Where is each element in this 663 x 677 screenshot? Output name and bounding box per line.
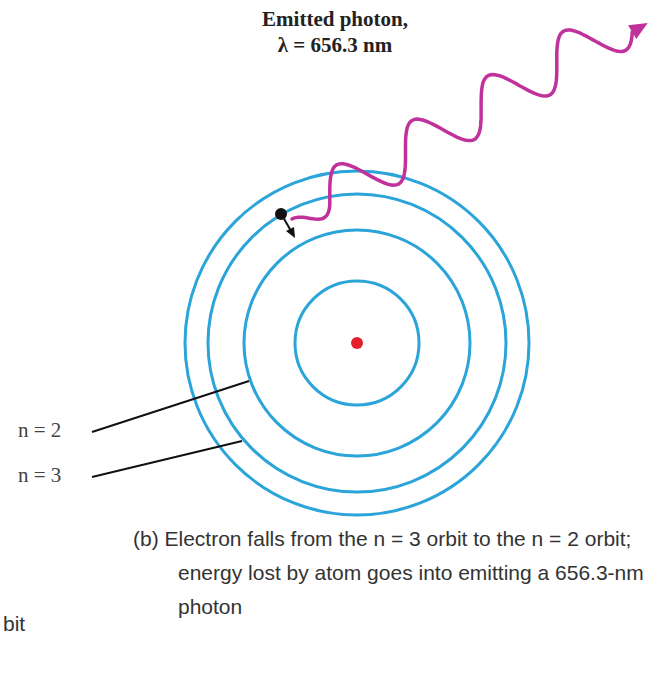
partial-caption: bit [3,612,25,636]
arrowhead [628,23,648,39]
orbit-ring [185,171,529,515]
orbit-ring [208,194,506,492]
orbit-ring [295,281,419,405]
photon-label: Emitted photon, λ = 656.3 nm [225,6,445,58]
orbit-label: n = 3 [18,463,61,488]
arrowhead [286,227,295,238]
leader-line [92,441,242,477]
nucleus [351,337,363,349]
photon-wave [292,30,632,219]
electron-arrow [283,217,291,231]
figure-caption: (b) Electron falls from the n = 3 orbit … [133,522,648,624]
orbit-ring [244,230,470,456]
electron [275,208,287,220]
orbit-label: n = 2 [18,418,61,443]
leader-line [92,381,249,432]
